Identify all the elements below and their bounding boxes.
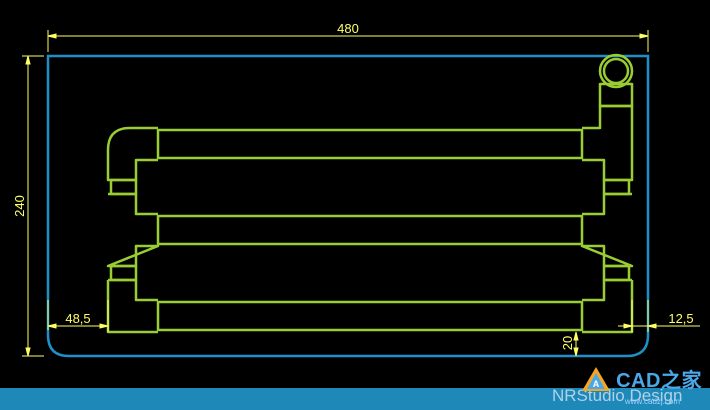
logo-icon: A [582,366,611,391]
logo-text: CAD之家 [616,370,702,392]
left-elbow-top [106,126,158,182]
svg-text:A: A [593,379,600,389]
pipe-top [156,128,584,160]
right-tee-middle [580,192,634,268]
pipe-bottom [156,300,584,332]
left-tee-middle [106,192,160,268]
left-coupling-1 [109,178,138,196]
dimensions [22,30,700,357]
outlet-circle-inner [602,57,630,85]
cabinet-outline [46,54,650,358]
studio-watermark: NRStudio Design [552,386,683,405]
dim-right-offset: 12,5 [668,311,693,326]
right-coupling-1 [602,178,631,196]
dim-bottom-offset: 20 [560,336,575,350]
dim-overall-height: 240 [12,195,27,217]
left-elbow-bottom [106,278,158,334]
logo-url: www.cadzj.com [624,397,680,406]
right-coupling-2 [602,264,631,282]
dim-overall-width: 480 [337,21,359,36]
pipe-assembly [106,53,634,334]
dim-left-offset: 48,5 [65,311,90,326]
footer-bar [0,388,710,410]
pipe-middle [156,214,584,246]
right-tee-top [582,104,634,182]
cad-logo: A CAD之家 [580,364,702,393]
left-coupling-2 [109,264,138,282]
outlet-circle-outer [598,53,634,89]
